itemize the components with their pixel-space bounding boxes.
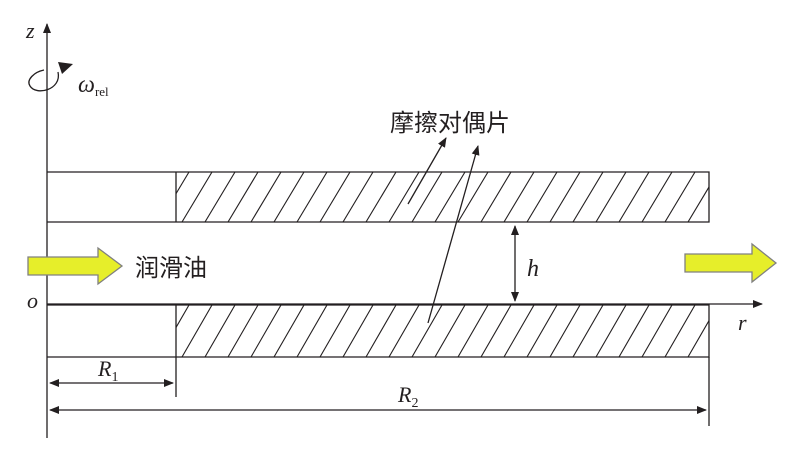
- hatch-line: [250, 172, 282, 222]
- lubricant-inlet-arrow-icon: [27, 246, 124, 286]
- hatch-line: [734, 172, 764, 222]
- leader-line-bottom-plate: [427, 145, 480, 324]
- hatch-line: [457, 172, 489, 222]
- hatch-line: [618, 172, 650, 222]
- hatch-line: [572, 172, 604, 222]
- gap-label: h: [527, 256, 539, 282]
- hatch-line: [434, 305, 466, 357]
- hatch-line: [572, 305, 604, 357]
- omega-label: ωrel: [78, 72, 109, 99]
- hatch-line: [227, 172, 259, 222]
- r-axis-label: r: [738, 310, 747, 335]
- top-friction-plate: [47, 171, 764, 223]
- hatch-line: [618, 305, 650, 357]
- hatch-line: [503, 172, 535, 222]
- hatch-line: [549, 172, 581, 222]
- r1-subscript: 1: [111, 370, 118, 385]
- lubricant-outlet-arrow-icon: [684, 242, 778, 284]
- leader-line-top-plate: [407, 137, 447, 205]
- hatch-line: [641, 305, 673, 357]
- hatch-line: [342, 305, 374, 357]
- hatch-line: [342, 172, 374, 222]
- hatch-line: [480, 305, 512, 357]
- hatch-line: [457, 305, 489, 357]
- hatch-line: [136, 305, 166, 357]
- hatch-line: [136, 172, 166, 222]
- hatch-line: [273, 305, 305, 357]
- r2-label: R2: [397, 382, 418, 411]
- hatch-line: [181, 305, 213, 357]
- hatch-line: [296, 172, 328, 222]
- r2-base: R: [397, 382, 412, 407]
- hatch-line: [365, 305, 397, 357]
- r1-label: R1: [97, 356, 118, 385]
- omega-symbol: ω: [78, 72, 95, 98]
- hatch-line: [204, 172, 236, 222]
- omega-subscript: rel: [95, 84, 109, 99]
- friction-pair-label: 摩擦对偶片: [390, 109, 510, 137]
- hatch-line: [176, 172, 190, 195]
- hatch-line: [687, 185, 709, 222]
- r2-subscript: 2: [411, 396, 418, 411]
- hatch-line: [711, 305, 741, 357]
- rotation-arrow-icon: [28, 62, 73, 92]
- hatch-line: [388, 305, 420, 357]
- hatch-line: [595, 305, 627, 357]
- hatch-line: [526, 172, 558, 222]
- hatch-line: [687, 319, 709, 357]
- hatch-line: [549, 305, 581, 357]
- hatch-line: [181, 172, 213, 222]
- hatch-line: [204, 305, 236, 357]
- bottom-friction-plate: [47, 304, 741, 358]
- hatch-line: [176, 305, 190, 329]
- r1-base: R: [97, 356, 112, 381]
- bottom-plate-hatching: [136, 305, 741, 357]
- hatch-line: [296, 305, 328, 357]
- hatch-line: [250, 305, 282, 357]
- hatch-line: [273, 172, 305, 222]
- hatch-line: [526, 305, 558, 357]
- hatch-line: [227, 305, 259, 357]
- hatch-line: [388, 172, 420, 222]
- hatch-line: [365, 172, 397, 222]
- hatch-line: [411, 305, 443, 357]
- origin-label: o: [27, 288, 38, 313]
- hatch-line: [319, 305, 351, 357]
- hatch-line: [595, 172, 627, 222]
- hatch-line: [711, 172, 741, 222]
- hatch-line: [641, 172, 673, 222]
- hatch-line: [411, 172, 443, 222]
- top-plate-hatching: [136, 172, 764, 222]
- lubricant-label: 润滑油: [135, 254, 207, 282]
- hatch-line: [503, 305, 535, 357]
- hatch-line: [434, 172, 466, 222]
- z-axis-label: z: [25, 18, 35, 43]
- hatch-line: [664, 172, 696, 222]
- hatch-line: [664, 305, 696, 357]
- hatch-line: [480, 172, 512, 222]
- hatch-line: [319, 172, 351, 222]
